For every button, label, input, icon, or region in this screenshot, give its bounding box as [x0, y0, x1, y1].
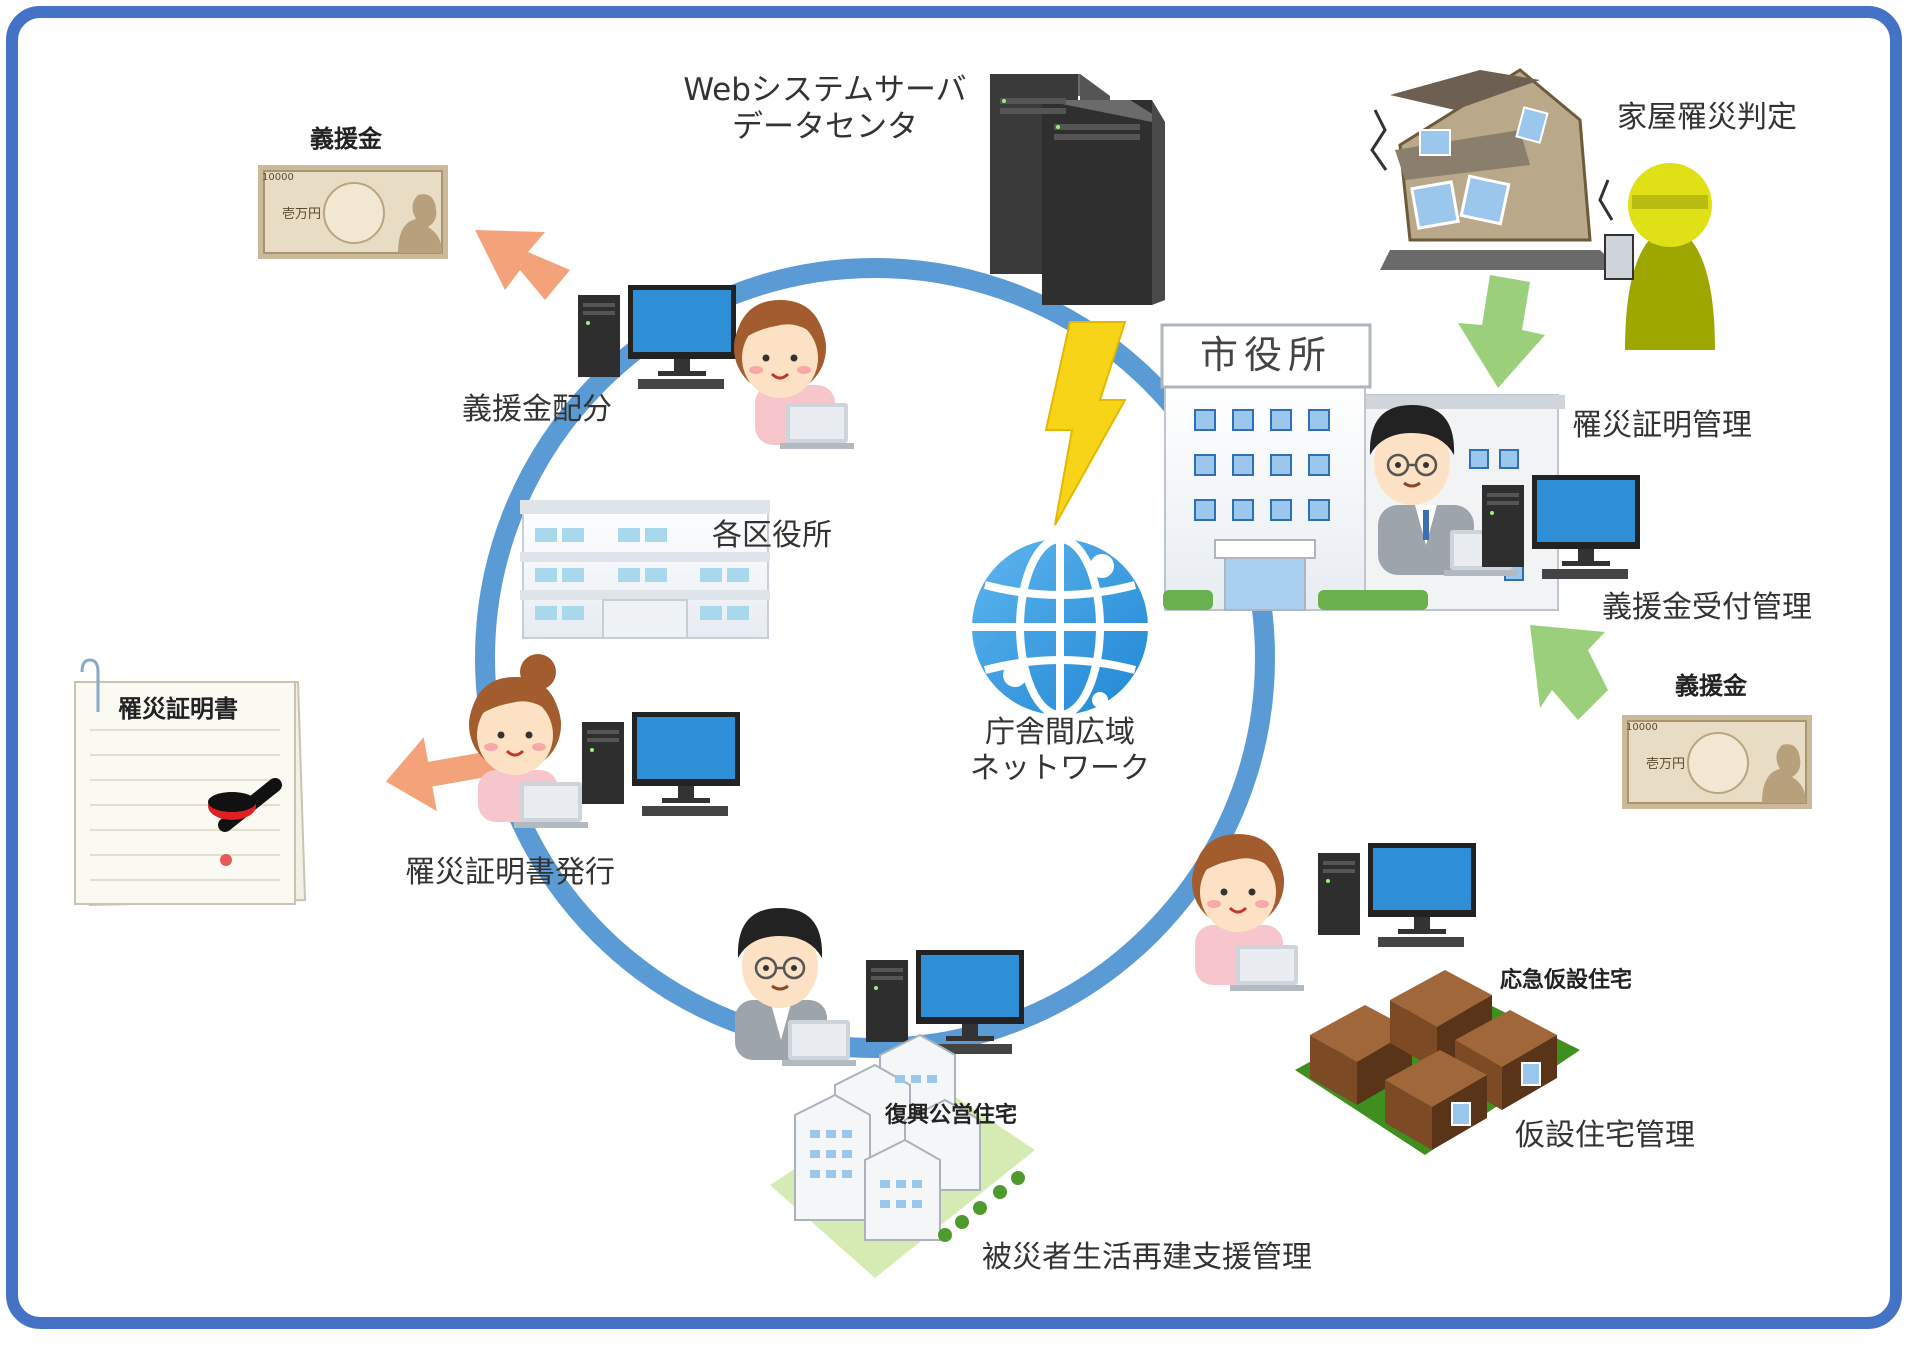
donation-left-label: 義援金: [310, 125, 382, 153]
temp-housing-mgmt-label: 仮設住宅管理: [1515, 1118, 1695, 1153]
arrow-down-icon: [1458, 275, 1545, 388]
cert-issue-workstation: [467, 654, 740, 828]
inspector-icon: [1604, 163, 1715, 350]
arrow-left-icon: [385, 737, 502, 812]
donation-distribution-workstation: [578, 285, 854, 449]
arrow-up-left-icon: [1530, 625, 1608, 720]
banknote-text: 壱万円: [1646, 757, 1685, 772]
server-label: Webシステムサーバ データセンタ: [680, 72, 970, 146]
ward-office-label: 各区役所: [712, 518, 832, 553]
cert-management-label: 罹災証明管理: [1572, 408, 1752, 443]
hanko-stamp-icon: [208, 778, 282, 866]
city-hall-sign: 市役所: [1199, 333, 1332, 377]
network-label-line1: 庁舎間広域: [985, 715, 1135, 750]
ward-office-building-icon: [520, 500, 770, 639]
banknote-icon: 壱万円 10000: [257, 164, 449, 260]
public-housing-label: 復興公営住宅: [885, 1103, 1018, 1128]
server-label-line1: Webシステムサーバ: [683, 72, 967, 108]
damaged-house-icon: [1370, 68, 1620, 270]
network-ring: [475, 258, 1275, 1058]
apartment-complex-icon: [770, 1033, 1035, 1278]
banknote-denomination: 10000: [1626, 722, 1658, 733]
prefab-house-icon: [1295, 970, 1580, 1155]
server-label-line2: データセンタ: [732, 109, 918, 146]
donation-receipt-label: 義援金受付管理: [1602, 590, 1812, 625]
donation-right-label: 義援金: [1675, 672, 1747, 700]
cert-issue-label: 罹災証明書発行: [405, 855, 615, 890]
staff-person-icon: [1368, 403, 1640, 579]
city-hall-building-icon: [1160, 323, 1565, 611]
banknote-text: 壱万円: [282, 207, 321, 222]
network-label-line2: ネットワーク: [970, 751, 1150, 786]
temp-housing-workstation: [1190, 832, 1476, 991]
network-label: 庁舎間広域 ネットワーク: [955, 715, 1165, 787]
arrow-left-icon: [475, 230, 570, 300]
certificate-label: 罹災証明書: [118, 695, 238, 723]
globe-icon: [972, 535, 1148, 719]
lightning-icon: [1044, 321, 1127, 526]
banknote-icon: 壱万円 10000: [1621, 714, 1813, 810]
damage-assessment-label: 家屋罹災判定: [1617, 100, 1797, 135]
reconstruction-support-label: 被災者生活再建支援管理: [982, 1240, 1312, 1275]
emergency-housing-label: 応急仮設住宅: [1500, 968, 1633, 993]
server-rack-icon: [990, 74, 1165, 305]
donation-distribution-label: 義援金配分: [462, 392, 612, 427]
public-housing-workstation: [735, 906, 1024, 1066]
banknote-denomination: 10000: [262, 172, 294, 183]
